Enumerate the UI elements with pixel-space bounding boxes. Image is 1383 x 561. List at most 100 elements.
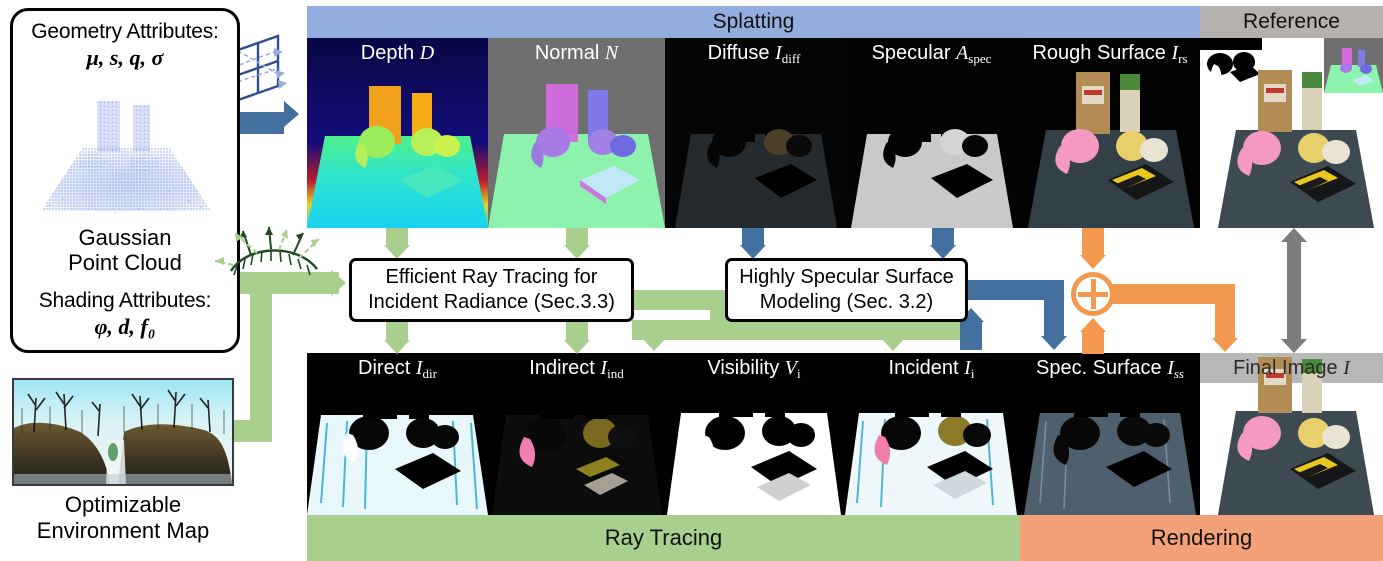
cell-spec-surface-label-sym: I xyxy=(1167,357,1174,379)
efficient-ray-tracing-box[interactable]: Efficient Ray Tracing for Incident Radia… xyxy=(349,258,634,322)
blue-specular-to-hs-shaft xyxy=(932,228,954,246)
direct-light-image xyxy=(307,353,488,515)
cell-final-image-label-main: Final Image xyxy=(1233,357,1338,379)
final-image xyxy=(1200,353,1383,515)
env-caption-line2: Environment Map xyxy=(36,518,210,543)
reference-header-label: Reference xyxy=(1243,10,1340,33)
cell-depth-label-sym: D xyxy=(419,42,435,64)
depth-map-image xyxy=(307,38,488,228)
cell-spec-surface-label: Spec. Surface Iss xyxy=(1020,357,1200,382)
orange-rough-to-sum-shaft xyxy=(1082,228,1104,256)
cell-spec-surface-label-main: Spec. Surface xyxy=(1036,357,1162,379)
specular-albedo-image xyxy=(843,38,1020,228)
shading-attributes-title: Shading Attributes: xyxy=(38,289,212,312)
orange-rough-to-sum-head xyxy=(1080,255,1106,269)
green-normal-to-rt-shaft xyxy=(566,228,588,246)
green-vertical-drop xyxy=(250,272,272,442)
orange-spec-to-sum-head xyxy=(1080,318,1106,332)
green-rt-elbow-bottom xyxy=(632,320,964,340)
cell-rough-surface-label-sym: I xyxy=(1171,42,1179,64)
geometry-attributes-title: Geometry Attributes: xyxy=(31,20,219,43)
cell-indirect[interactable]: Indirect Iind xyxy=(488,353,665,515)
cell-visibility-label-sub: i xyxy=(797,365,801,381)
attributes-panel: Geometry Attributes: μ, s, q, σ xyxy=(10,8,240,353)
cell-normal-label-main: Normal xyxy=(534,42,600,64)
cell-specular-label-main: Specular xyxy=(871,42,951,64)
cell-direct-label-main: Direct xyxy=(358,357,411,379)
cell-direct-label: Direct Idir xyxy=(307,357,488,382)
cell-depth[interactable]: Depth D xyxy=(307,38,488,228)
cell-rough-surface-label-main: Rough Surface xyxy=(1032,42,1166,64)
splatting-header-label: Splatting xyxy=(712,10,795,33)
cell-rough-surface-label: Rough Surface Irs xyxy=(1020,42,1200,67)
green-normal-to-rt-head xyxy=(564,245,590,259)
cell-final-image-label: Final Image I xyxy=(1200,357,1383,380)
cell-rough-surface[interactable]: Rough Surface Irs xyxy=(1020,38,1200,228)
cell-incident-label-sub: i xyxy=(970,365,975,381)
cell-direct[interactable]: Direct Idir xyxy=(307,353,488,515)
rt-box-line2: Incident Radiance (Sec.3.3) xyxy=(368,291,615,313)
blue-specular-to-hs-head xyxy=(930,245,956,259)
cell-specular-label-sub: spec xyxy=(968,50,992,66)
environment-map-caption: Optimizable Environment Map xyxy=(4,492,242,544)
cell-visibility[interactable]: Visibility Vi xyxy=(665,353,843,515)
cell-final-image[interactable]: Final Image I xyxy=(1200,353,1383,515)
hs-box-line1: Highly Specular Surface xyxy=(739,266,954,288)
indirect-light-image xyxy=(488,353,665,515)
loss-arrow-head-up xyxy=(1281,228,1307,242)
green-rt-to-indirect-head xyxy=(564,340,590,354)
orange-sum-to-final-shaft xyxy=(1113,284,1235,304)
cell-direct-label-sym: I xyxy=(415,357,423,379)
cell-final-image-label-sym: I xyxy=(1343,357,1350,379)
green-main-shaft xyxy=(214,272,339,294)
blue-diffuse-to-hs-head xyxy=(740,245,766,259)
ray-tracing-image-row: Direct Idir Indirect Iind xyxy=(307,353,1383,515)
env-caption-line1: Optimizable xyxy=(64,492,182,517)
cell-diffuse[interactable]: Diffuse Idiff xyxy=(665,38,843,228)
cell-diffuse-label-sub: diff xyxy=(781,50,801,66)
highly-specular-surface-box[interactable]: Highly Specular Surface Modeling (Sec. 3… xyxy=(725,258,968,322)
ray-tracing-footer: Ray Tracing xyxy=(307,515,1020,561)
ray-tracing-footer-label: Ray Tracing xyxy=(604,525,723,550)
green-depth-to-rt-head xyxy=(384,245,410,259)
orange-spec-to-sum-shaft xyxy=(1082,330,1104,354)
geometry-attributes-symbols: μ, s, q, σ xyxy=(86,45,164,70)
cell-spec-surface[interactable]: Spec. Surface Iss xyxy=(1020,353,1200,515)
cell-visibility-label: Visibility Vi xyxy=(665,357,843,382)
point-cloud-caption-line1: Gaussian xyxy=(78,225,172,250)
blue-incident-to-hs-shaft xyxy=(960,322,982,350)
green-to-visibility-head xyxy=(641,337,667,351)
cell-specular-label: Specular Aspec xyxy=(843,42,1020,67)
cell-indirect-label: Indirect Iind xyxy=(488,357,665,382)
environment-map-image xyxy=(12,378,234,486)
green-rt-elbow-top xyxy=(632,290,730,310)
green-main-arrowhead xyxy=(331,270,346,296)
orange-sum-to-final-vertical xyxy=(1215,284,1235,340)
cell-specular[interactable]: Specular Aspec xyxy=(843,38,1020,228)
rough-surface-image xyxy=(1020,38,1200,228)
cell-incident-label-main: Incident xyxy=(888,357,959,379)
cell-depth-label-main: Depth xyxy=(360,42,415,64)
gaussian-point-cloud-image xyxy=(19,73,231,223)
cell-normal[interactable]: Normal N xyxy=(488,38,665,228)
visibility-image xyxy=(665,353,843,515)
rendering-footer-label: Rendering xyxy=(1150,525,1253,550)
rendering-footer: Rendering xyxy=(1020,515,1383,561)
green-rt-to-indirect-shaft xyxy=(566,322,588,342)
reference-header: Reference xyxy=(1200,6,1383,38)
loss-arrow-head-down xyxy=(1281,339,1307,353)
diffuse-image xyxy=(665,38,843,228)
splatting-image-row: Depth D Normal N xyxy=(307,38,1383,228)
point-cloud-caption: Gaussian Point Cloud xyxy=(68,225,182,275)
plus-circle-icon xyxy=(1071,272,1115,316)
cell-incident-label: Incident Ii xyxy=(843,357,1020,382)
cell-normal-label-sym: N xyxy=(604,42,619,64)
cell-direct-label-sub: dir xyxy=(422,365,437,381)
cell-visibility-label-sym: V xyxy=(784,357,798,379)
normal-map-image xyxy=(488,38,665,228)
point-cloud-render xyxy=(41,101,211,214)
cell-spec-surface-label-sub: ss xyxy=(1173,365,1184,381)
cell-reference[interactable] xyxy=(1200,38,1383,228)
cell-incident[interactable]: Incident Ii xyxy=(843,353,1020,515)
